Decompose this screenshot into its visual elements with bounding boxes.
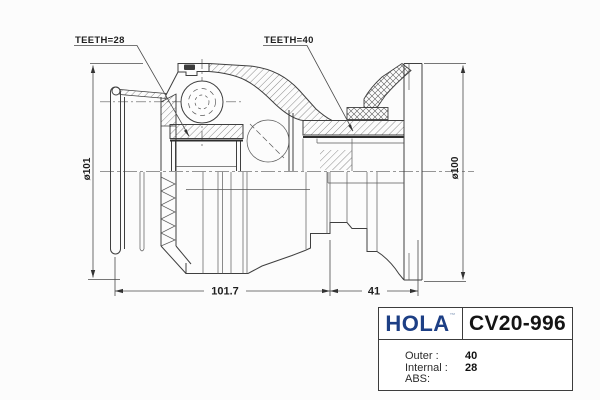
- length-dim-label: 101.7: [211, 286, 239, 298]
- cavity-wall: [288, 110, 294, 171]
- flange-horn: [346, 62, 412, 120]
- outer-race-body: [185, 172, 405, 281]
- teeth-callout-right: TEETH=40: [263, 35, 354, 132]
- spec-row-outer: Outer : 40: [405, 350, 572, 363]
- teeth-40-label: TEETH=40: [264, 35, 314, 46]
- teeth-callout-left: TEETH=28: [74, 35, 190, 137]
- dimension-dia-100: ø100: [424, 63, 466, 282]
- spec-row-abs: ABS:: [405, 374, 572, 386]
- inner-race: [169, 124, 244, 171]
- trademark-mark: ™: [449, 312, 456, 319]
- spec-label: Outer :: [405, 350, 439, 362]
- centerline: [100, 59, 474, 173]
- part-number-cell: CV20-996: [463, 308, 572, 339]
- spec-row-internal: Internal : 28: [405, 361, 572, 375]
- outer-race-housing: [208, 62, 333, 121]
- brand-logo: HOLA: [385, 310, 450, 336]
- dimension-dia-101: ø101: [82, 63, 143, 280]
- flange-dim-label: 41: [368, 286, 380, 298]
- flange-disc: [403, 63, 423, 281]
- retainer-bracket: [177, 63, 210, 76]
- circlip: [184, 64, 195, 70]
- spec-label: ABS:: [405, 373, 431, 386]
- boot-bellows: [160, 172, 192, 274]
- hidden-ball: [246, 119, 290, 163]
- teeth-28-label: TEETH=28: [75, 35, 125, 46]
- dimension-length: 101.7 41: [114, 240, 419, 298]
- spec-value: 28: [465, 361, 478, 374]
- dia-101-label: ø101: [82, 157, 93, 180]
- spec-value: 40: [465, 350, 478, 362]
- dia-100-label: ø100: [450, 156, 461, 179]
- part-number: CV20-996: [469, 312, 566, 335]
- boot-small-end: [110, 71, 179, 255]
- cv-ball: [180, 80, 224, 124]
- stub-axle-splines: [302, 120, 405, 171]
- spec-list: Outer : 40 Internal : 28 ABS:: [379, 340, 572, 386]
- spec-label: Internal :: [405, 361, 448, 374]
